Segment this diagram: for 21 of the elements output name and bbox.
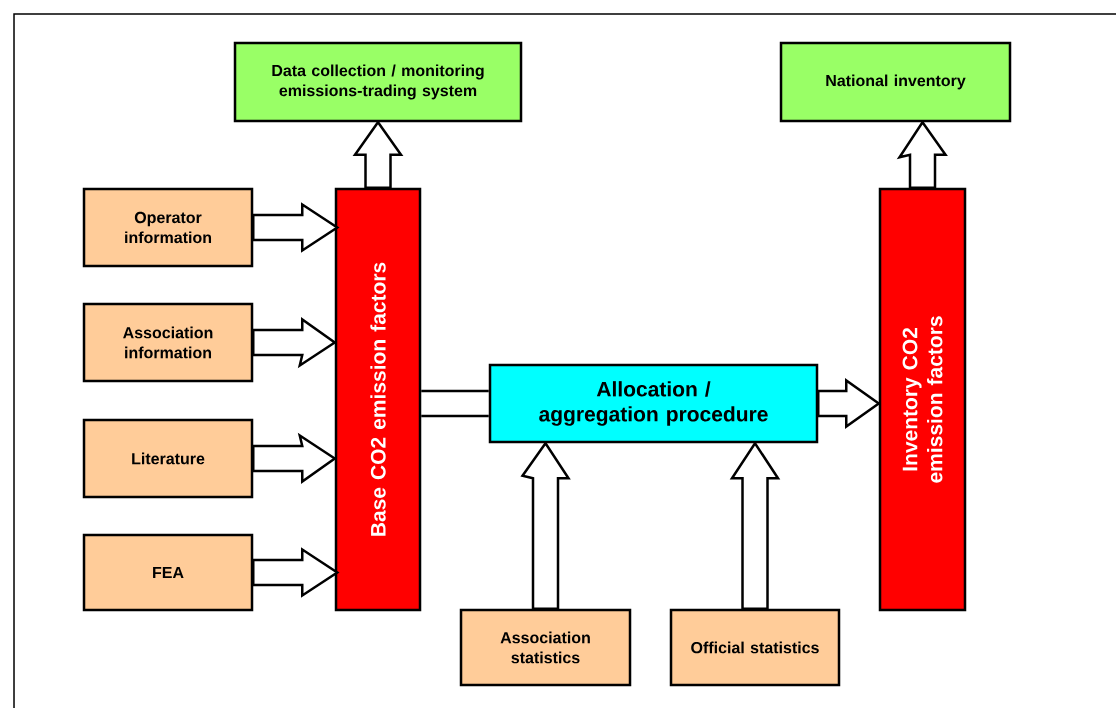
output-box: Data collection / monitoring emissions-trading system [233, 41, 523, 123]
block-arrow [252, 202, 340, 253]
source-box: Operator information [82, 187, 254, 268]
block-arrow [896, 120, 948, 189]
source-box: Association information [82, 302, 254, 383]
block-arrow [352, 120, 404, 189]
block-arrow [252, 317, 337, 369]
output-box: National inventory [779, 41, 1012, 123]
block-arrow [729, 440, 781, 610]
source-box: Literature [82, 418, 254, 499]
block-arrow [817, 378, 881, 429]
block-arrow [420, 389, 490, 418]
factor-bar: Base CO2 emission factors [334, 187, 422, 612]
source-box: Official statistics [669, 608, 841, 687]
process-box: Allocation / aggregation procedure [488, 363, 819, 444]
source-box: Association statistics [459, 608, 632, 687]
source-box: FEA [82, 533, 254, 612]
block-arrow [252, 432, 337, 484]
factor-bar: Inventory CO2 emission factors [878, 187, 967, 612]
block-arrow [252, 547, 340, 598]
block-arrow [520, 441, 571, 610]
